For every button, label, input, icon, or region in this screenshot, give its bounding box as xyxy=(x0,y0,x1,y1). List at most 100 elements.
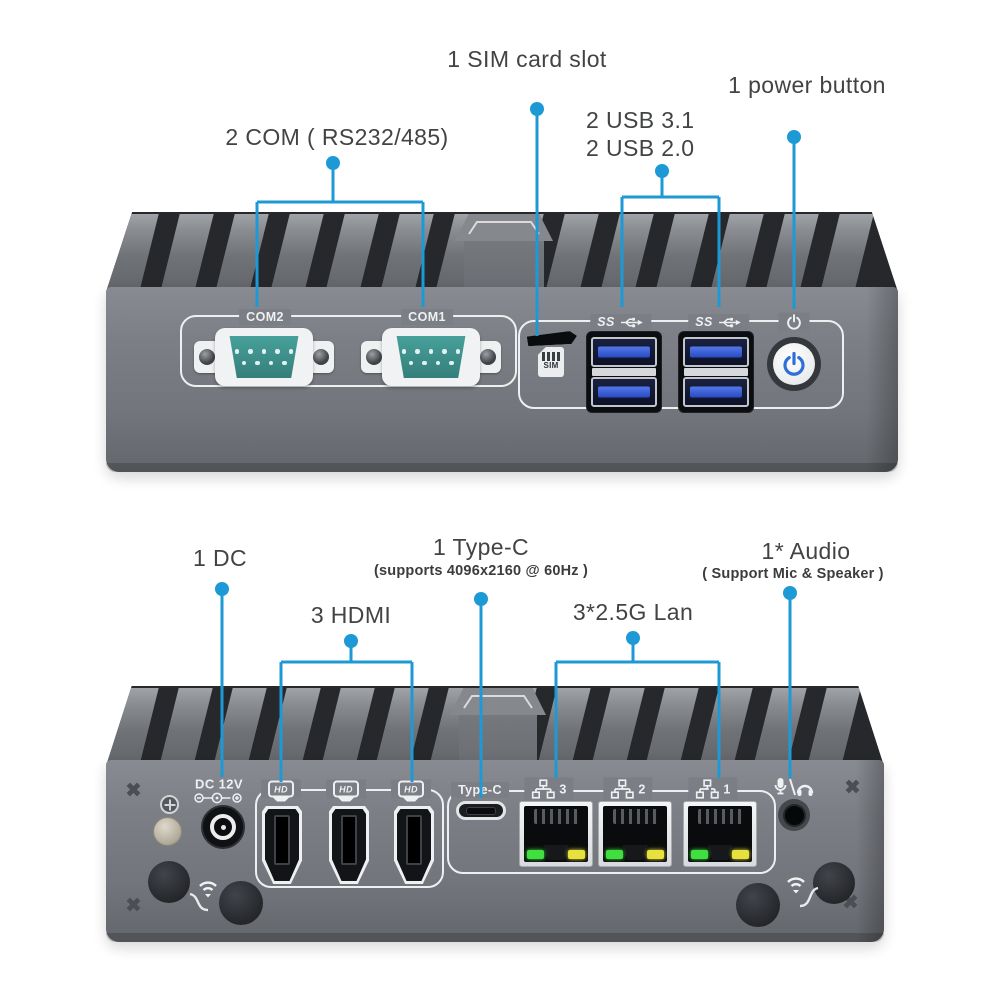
heatsink-fin xyxy=(375,688,429,766)
heatsink-fin xyxy=(699,688,753,766)
heatsink-fin xyxy=(765,214,819,292)
bottom-device-rear-panel: DC 12V HD HD HD Ty xyxy=(106,760,884,942)
lan-led-yellow xyxy=(568,850,585,859)
heatsink-fin xyxy=(591,688,645,766)
screw-icon xyxy=(123,894,144,915)
hdmi-label-3: HD xyxy=(391,779,431,799)
heatsink-fin xyxy=(655,214,709,292)
usb-port xyxy=(591,377,657,407)
callout-com: 2 COM ( RS232/485) xyxy=(225,124,449,150)
screw-icon xyxy=(366,349,382,365)
callout-hdmi: 3 HDMI xyxy=(310,602,392,628)
hdmi-icon: HD xyxy=(268,780,294,798)
ground-screw-icon xyxy=(160,795,179,814)
heatsink-fin xyxy=(270,214,324,292)
usb-port xyxy=(683,377,749,407)
lan-led-yellow xyxy=(732,850,749,859)
bottom-device-side-face xyxy=(856,760,884,942)
com1-label: COM1 xyxy=(401,309,453,325)
callout-audio: 1* Audio xyxy=(761,538,851,564)
top-heatsink-bump xyxy=(455,214,553,292)
lan-led-green xyxy=(691,850,708,859)
hdmi-icon: HD xyxy=(333,780,359,798)
power-icon xyxy=(787,314,801,330)
hdmi-port-2 xyxy=(329,806,369,884)
lan-port-2 xyxy=(598,801,672,867)
lan-led-yellow xyxy=(647,850,664,859)
antenna-hole-plug xyxy=(148,861,190,903)
heatsink-fin xyxy=(267,688,321,766)
antenna-hole-plug xyxy=(813,862,855,904)
dc-power-jack xyxy=(201,805,245,849)
screw-icon xyxy=(313,349,329,365)
screw-icon xyxy=(480,349,496,365)
heatsink-fin xyxy=(215,214,269,292)
heatsink-fin xyxy=(753,688,807,766)
typec-label: Type-C xyxy=(451,782,509,798)
power-button xyxy=(767,337,821,391)
power-icon xyxy=(783,351,805,376)
bump-chevron xyxy=(463,695,533,709)
dc-polarity-icon xyxy=(194,792,242,804)
heatsink-fin xyxy=(600,214,654,292)
chassis-screw xyxy=(153,817,182,846)
callout-power-button: 1 power button xyxy=(728,72,886,98)
top-device-side-face xyxy=(866,287,898,472)
bottom-device-bottom-edge xyxy=(106,933,884,942)
power-glyph-label xyxy=(778,312,810,332)
heatsink-fin xyxy=(159,688,213,766)
heatsink-fin xyxy=(380,214,434,292)
heatsink-fin xyxy=(213,688,267,766)
top-device-heatsink xyxy=(106,212,898,292)
wifi-icon xyxy=(189,881,217,912)
network-icon xyxy=(695,779,719,799)
callout-sim-card-slot: 1 SIM card slot xyxy=(447,46,607,72)
dc12v-label: DC 12V xyxy=(195,776,243,792)
antenna-hole-plug xyxy=(736,883,780,927)
lan-led-green xyxy=(606,850,623,859)
heatsink-fin xyxy=(325,214,379,292)
heatsink-fin xyxy=(645,688,699,766)
network-icon xyxy=(531,779,555,799)
heatsink-fin xyxy=(545,214,599,292)
sim-card-icon: SIM xyxy=(538,347,564,377)
bottom-device-heatsink xyxy=(106,686,884,766)
hdmi-label-1: HD xyxy=(261,779,301,799)
heatsink-fin xyxy=(106,688,159,766)
usb3-ss-label-2: SS xyxy=(688,314,750,330)
com2-port xyxy=(189,327,339,387)
heatsink-fin xyxy=(710,214,764,292)
screw-icon xyxy=(199,349,215,365)
heatsink-fin xyxy=(807,688,861,766)
callout-usb31: 2 USB 3.1 xyxy=(586,107,695,133)
callout-dc: 1 DC xyxy=(192,545,248,571)
callout-usb20: 2 USB 2.0 xyxy=(586,135,695,161)
top-device-bottom-edge xyxy=(106,463,898,472)
top-device-front-panel: COM2 COM1 SS xyxy=(106,287,898,472)
heatsink-fin xyxy=(106,214,159,292)
callout-usb: 2 USB 3.1 2 USB 2.0 xyxy=(586,106,694,162)
hdmi-icon: HD xyxy=(398,780,424,798)
mic-headphone-icon xyxy=(774,778,814,796)
audio-jack xyxy=(778,799,810,831)
lan2-label: 2 xyxy=(603,777,653,801)
usb-trident-icon xyxy=(621,317,644,327)
callout-typec: 1 Type-C xyxy=(432,534,530,560)
callout-audio-sub: ( Support Mic & Speaker ) xyxy=(702,566,884,582)
bottom-heatsink-bump xyxy=(450,688,546,766)
lan1-label: 1 xyxy=(688,777,738,801)
usb-trident-icon xyxy=(719,317,742,327)
usb-ports-stack-2 xyxy=(678,331,754,413)
usb-port xyxy=(683,337,749,367)
com1-port xyxy=(356,327,506,387)
heatsink-fin xyxy=(820,214,874,292)
com2-label: COM2 xyxy=(239,309,291,325)
usb-port xyxy=(591,337,657,367)
antenna-hole-plug xyxy=(219,881,263,925)
heatsink-fin xyxy=(160,214,214,292)
com-group-outline xyxy=(180,315,517,387)
callout-typec-sub: (supports 4096x2160 @ 60Hz ) xyxy=(374,563,588,579)
hdmi-label-2: HD xyxy=(326,779,366,799)
typec-port xyxy=(456,801,506,820)
